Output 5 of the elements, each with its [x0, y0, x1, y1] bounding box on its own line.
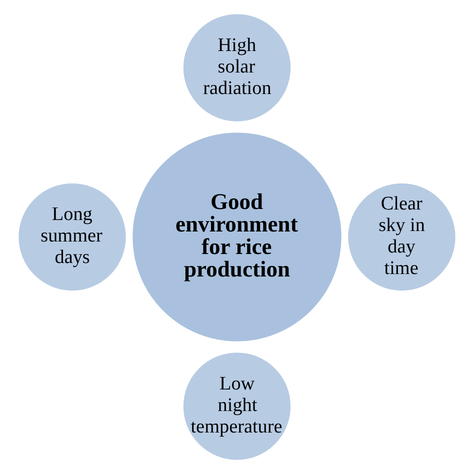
- node-circle: High solar radiation: [181, 12, 293, 124]
- node-circle: Long summer days: [16, 181, 128, 293]
- node-circle: Low night temperature: [181, 350, 293, 462]
- node-circle: Good environment for rice production: [130, 130, 344, 344]
- node-circle: Clear sky in day time: [346, 181, 458, 293]
